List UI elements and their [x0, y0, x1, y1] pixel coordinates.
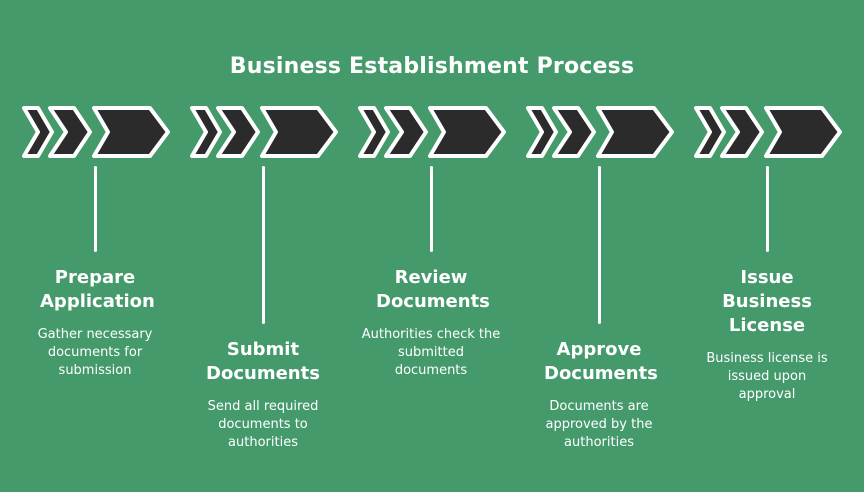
step-5-description: Business license is issued upon approval	[706, 351, 828, 402]
step-4-chevron-icon	[526, 106, 674, 158]
step-1-chevron-icon	[22, 106, 170, 158]
step-1: Prepare Application Gather necessary doc…	[10, 266, 180, 380]
step-2-connector	[262, 166, 265, 324]
step-5-title: Issue Business License	[722, 267, 812, 336]
step-3: Review Documents Authorities check the s…	[346, 266, 516, 380]
step-5: Issue Business License Business license …	[682, 266, 852, 404]
step-2-chevron-icon	[190, 106, 338, 158]
step-4-description: Documents are approved by the authoritie…	[545, 399, 653, 450]
diagram-title: Business Establishment Process	[229, 54, 635, 79]
step-1-connector	[94, 166, 97, 252]
step-3-description: Authorities check the submitted document…	[361, 327, 501, 378]
step-5-chevron-icon	[694, 106, 842, 158]
step-3-connector	[430, 166, 433, 252]
step-4-connector	[598, 166, 601, 324]
step-3-title: Review Documents	[376, 267, 490, 312]
step-2: Submit Documents Send all required docum…	[178, 338, 348, 452]
step-3-chevron-icon	[358, 106, 506, 158]
step-1-title: Prepare Application	[40, 267, 155, 312]
step-5-connector	[766, 166, 769, 252]
step-4-title: Approve Documents	[544, 339, 658, 384]
step-2-description: Send all required documents to authoriti…	[207, 399, 319, 450]
chevron-row	[22, 106, 842, 158]
step-4: Approve Documents Documents are approved…	[514, 338, 684, 452]
step-1-description: Gather necessary documents for submissio…	[37, 327, 153, 378]
step-2-title: Submit Documents	[206, 339, 320, 384]
